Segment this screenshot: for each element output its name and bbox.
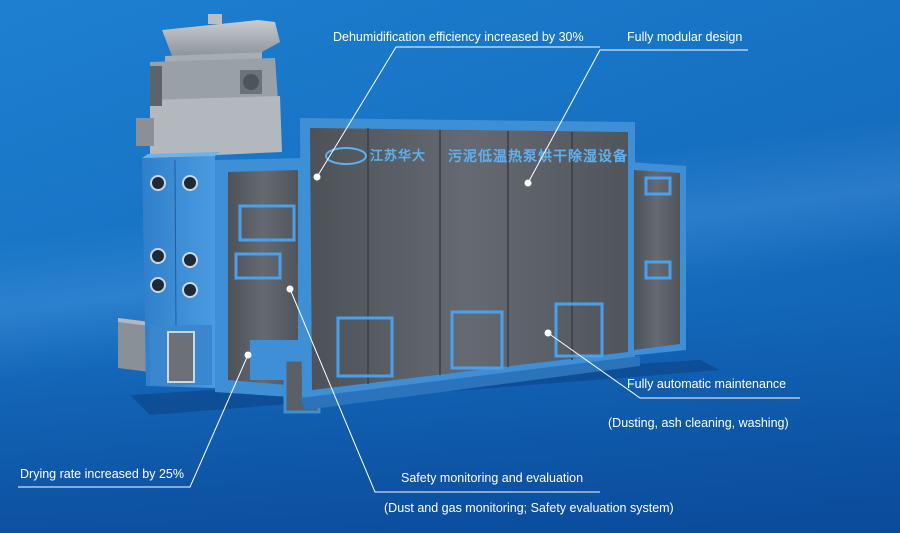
machine-panel-text: 污泥低温热泵烘干除湿设备 <box>448 148 628 164</box>
machine-brand-text: 江苏华大 <box>370 148 427 163</box>
callout-dehumidification: Dehumidification efficiency increased by… <box>333 30 584 44</box>
top-hopper <box>136 14 282 158</box>
callout-safety: Safety monitoring and evaluation <box>401 471 584 485</box>
right-cabinet <box>628 162 686 356</box>
callout-maintenance: Fully automatic maintenance <box>627 377 787 391</box>
left-blue-cabinet <box>142 152 220 388</box>
callout-drying-rate: Drying rate increased by 25% <box>20 467 184 481</box>
callout-modular: Fully modular design <box>627 30 743 44</box>
callout-safety-detail: (Dust and gas monitoring; Safety evaluat… <box>384 501 674 515</box>
callout-maintenance-detail: (Dusting, ash cleaning, washing) <box>608 416 789 430</box>
